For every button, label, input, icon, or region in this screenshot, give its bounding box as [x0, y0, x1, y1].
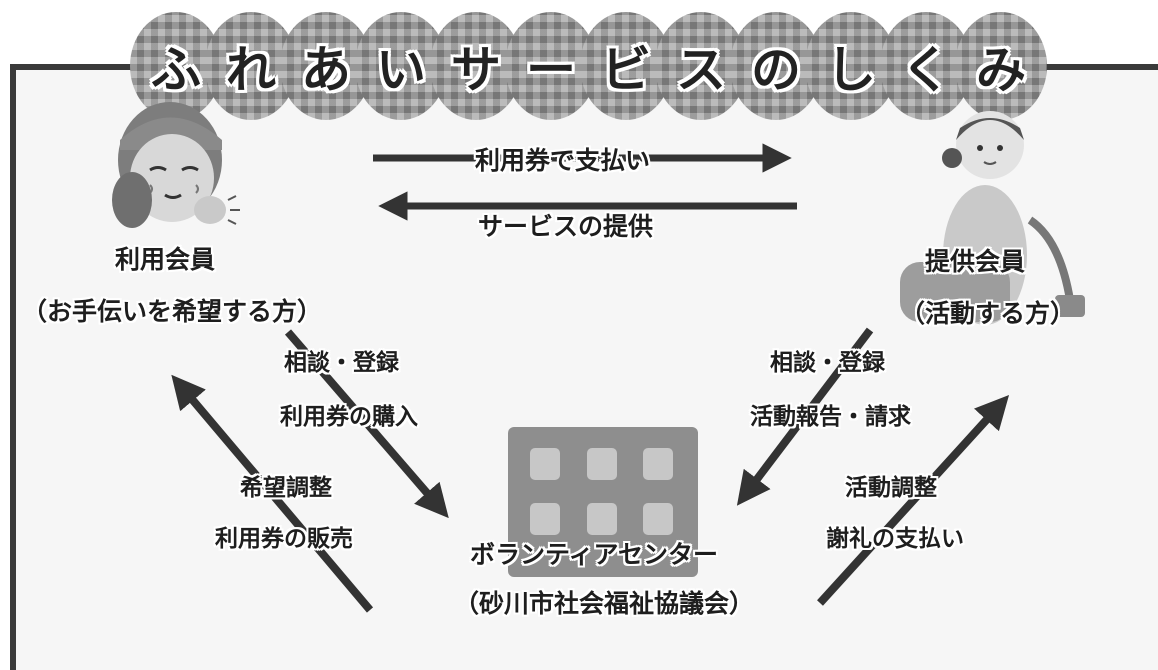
title-char: い [375, 40, 427, 100]
title-char: れ [225, 40, 277, 100]
title-bubble: し [805, 12, 897, 120]
title-char: の [750, 40, 802, 100]
flow-provider-consult: 相談・登録 [770, 350, 885, 376]
diagram-graphics [112, 102, 1085, 613]
pay-with-ticket-label: 利用券で支払い [475, 146, 651, 175]
title-char: サ [450, 40, 502, 100]
title-bubble: み [955, 12, 1047, 120]
title-char: ス [675, 40, 727, 100]
title-char: く [900, 40, 952, 100]
flow-provider-report: 活動報告・請求 [750, 404, 911, 430]
title-char: ー [525, 40, 577, 100]
user-member-desc: （お手伝いを希望する方） [22, 297, 323, 326]
volunteer-center-name: ボランティアセンター [470, 540, 719, 569]
flow-center-activity-coordination: 活動調整 [845, 475, 937, 501]
arrow-center-to-provider [817, 395, 1010, 606]
elderly-person-illustration [112, 102, 240, 228]
volunteer-woman-illustration [900, 111, 1085, 325]
title-bubble: あ [280, 12, 372, 120]
title-char: ふ [150, 40, 202, 100]
title-char: ビ [600, 40, 652, 100]
flow-center-sell-ticket: 利用券の販売 [215, 526, 353, 552]
flow-center-payment: 謝礼の支払い [826, 526, 964, 552]
provider-member-title: 提供会員 [925, 247, 1026, 276]
title-char: し [825, 40, 877, 100]
flow-user-consult: 相談・登録 [284, 350, 399, 376]
title-char: あ [300, 40, 352, 100]
service-provision-label: サービスの提供 [478, 212, 654, 241]
title-banner: ふ れ あ い サ ー ビ ス の し く み [130, 2, 1050, 124]
flow-user-buy-ticket: 利用券の購入 [280, 404, 418, 430]
arrow-provider-to-center [736, 327, 874, 506]
arrow-center-to-user [171, 374, 374, 613]
user-member-title: 利用会員 [115, 245, 216, 274]
building-illustration [508, 427, 698, 577]
title-char: み [975, 40, 1027, 100]
flow-center-coordinate: 希望調整 [240, 475, 332, 501]
volunteer-center-org: （砂川市社会福祉協議会） [454, 589, 755, 618]
arrow-user-to-center [284, 329, 449, 519]
provider-member-desc: （活動する方） [900, 299, 1076, 328]
